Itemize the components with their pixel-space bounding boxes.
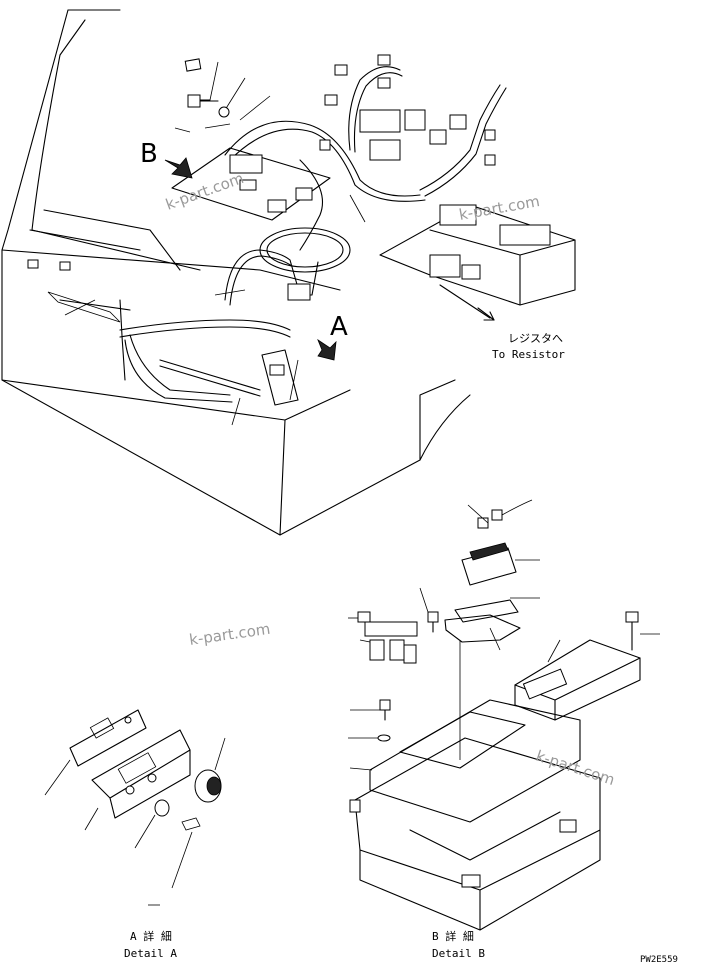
detail-b-assembly (348, 499, 660, 931)
leader-lines-main (64, 61, 366, 426)
resistor-note-jp: レジスタへ (508, 332, 563, 345)
watermark-3: k-part.com (188, 620, 271, 649)
watermark-2: k-part.com (458, 192, 542, 224)
steering-wheel (259, 227, 351, 301)
detail-a-caption-jp: A 詳 細 (130, 929, 172, 943)
watermark-4: k-part.com (534, 747, 617, 789)
controller-unit (379, 204, 576, 319)
dash-connectors (27, 259, 121, 323)
view-label-b: B (140, 139, 158, 169)
bolt (187, 94, 230, 118)
detail-a-caption-en: Detail A (124, 947, 177, 960)
relay-cluster (319, 54, 496, 166)
resistor-note-en: To Resistor (492, 348, 565, 361)
wire-harness (59, 66, 507, 403)
watermark-1: k-part.com (163, 169, 246, 214)
mount-bracket (261, 349, 299, 406)
detail-b-caption-en: Detail B (432, 947, 485, 960)
detail-b-caption-jp: B 詳 細 (432, 929, 474, 943)
view-label-a: A (330, 312, 348, 342)
fuse-board (171, 58, 331, 221)
drawing-code: PW2E559 (640, 955, 678, 963)
view-arrows (164, 157, 495, 361)
detail-a-assembly (44, 709, 226, 906)
cab-frame (1, 9, 471, 536)
